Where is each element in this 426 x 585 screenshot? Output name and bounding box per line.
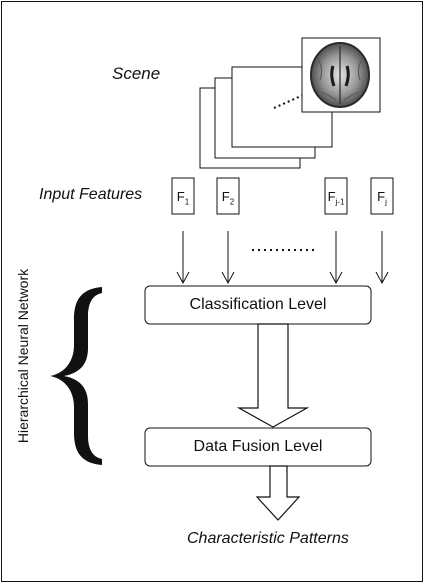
feature-box-4 [370, 177, 394, 215]
feature-label-4: Fj [377, 189, 387, 207]
classification-level-label: Classification Level [189, 296, 327, 313]
feature-label-2: F2 [221, 189, 235, 207]
classification-to-fusion-arrow [236, 323, 310, 428]
data-fusion-level-box [144, 427, 372, 467]
characteristic-patterns-label: Characteristic Patterns [187, 530, 349, 547]
feature-box-1 [171, 177, 195, 215]
curly-brace-icon [50, 287, 102, 465]
feature-label-1: F1 [176, 189, 190, 207]
input-features-label: Input Features [39, 186, 143, 203]
feature-box-2 [216, 177, 240, 215]
scene-ellipsis-dots [273, 91, 311, 109]
feature-box-3 [324, 177, 348, 215]
feature-label-3: Fj-1 [327, 189, 345, 207]
hierarchical-neural-network-label: Hierarchical Neural Network [15, 268, 31, 444]
fusion-to-output-arrow [255, 465, 301, 521]
data-fusion-level-label: Data Fusion Level [193, 438, 323, 455]
feature-arrows [176, 231, 389, 285]
scene-label: Scene [112, 64, 161, 83]
brain-mri-image [304, 40, 378, 110]
